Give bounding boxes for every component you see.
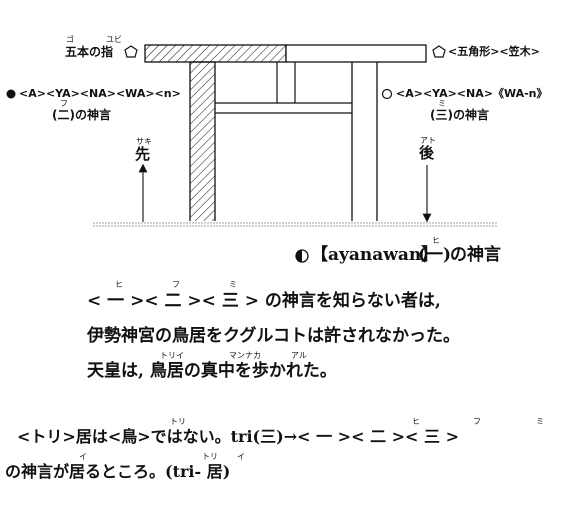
right-pentagon-icon [432,45,446,58]
footer-line2: の神言が居るところ。(tri- 居) [5,464,230,480]
footer-ruby-tori: トリ [170,417,186,426]
kasagi-beam [144,44,427,63]
left-pentagon-icon [124,45,138,58]
footer1-b: >ではない。tri(三)→< [137,427,311,446]
para3-ruby-mannaka: マンナカ [229,351,261,360]
para1-char-3: 三 [221,291,239,311]
right-mid-sub-ruby: ミ [438,99,446,108]
footer-ruby-iru: イ [79,452,87,461]
para3-after: かれた。 [268,361,337,381]
para1-ruby-fu: フ [172,280,180,289]
para1-char-1: 一 [107,291,125,311]
black-circle-icon [6,89,16,99]
footer1-char-1: 一 [316,427,333,446]
footer-ruby-mi: ミ [536,417,544,426]
footer-ruby-hi: ヒ [412,417,420,426]
half-circle-icon [295,249,309,263]
footer-line1: <トリ>居は<鳥>ではない。tri(三)→< 一 >< 二 >< 三 > [17,427,460,446]
left-mid-sub-ruby: フ [60,99,68,108]
para1-line: < 一 >< 二 >< 三 > の神言を知らない者は, [87,291,441,311]
torii-diagram [6,44,498,263]
right-top-label: <五角形><笠木> [448,45,540,58]
footer2-tri: tri [172,462,195,481]
footer-ruby-fu: フ [473,417,481,426]
para1-ruby-mi: ミ [229,280,237,289]
footer1-char-3: 三 [424,427,441,446]
para3-ruby-aru: アル [291,351,307,360]
bottom-ruby: ヒ [432,236,440,245]
footer2-iru: 居 [69,462,86,481]
para3-line: 天皇は, 鳥居の真中を歩かれた。 [87,363,337,380]
ground [92,221,498,228]
para3-word3: 歩 [251,361,269,381]
para1-ruby-hi: ヒ [115,280,123,289]
right-arrow-label: 後 [419,144,435,162]
left-top-ruby-yubi: ユビ [106,35,122,44]
footer1-bird: 鳥 [121,427,138,446]
left-top-ruby-go: ゴ [66,35,74,44]
bottom-tail: の神言 [450,245,501,265]
footer-ruby-i: イ [237,452,245,461]
footer2-b: るところ。( [85,462,173,481]
right-arrow-ruby: アト [420,136,436,145]
para3-before: 天皇は, [87,361,144,381]
footer2-c: - 居) [194,462,231,481]
left-arrow-ruby: サキ [136,137,152,146]
para1-tail: の神言を知らない者は, [264,291,441,311]
footer1-char-2: 二 [370,427,387,446]
para3-word1: 鳥居 [149,361,184,381]
bottom-num: (一) [418,245,452,265]
para3-mid: の [183,361,201,381]
left-mid-sub: (二)の神言 [52,108,111,122]
para3-ruby-torii: トリイ [160,351,184,360]
left-mid-label: <A><YA><NA><WA><n> [19,87,181,100]
para3-word2: 真中 [200,361,235,381]
para2-line: 伊勢神宮の鳥居をクグルコトは許されなかった。 [87,326,460,346]
footer1-a: <トリ>居は< [17,427,122,446]
para3-mid2: を [234,361,252,381]
right-pillar [351,62,378,222]
nuki-crossbar [215,62,352,114]
footer-ruby-tri: トリ [202,452,218,461]
bottom-num-char: 一 [426,245,444,265]
para1-char-2: 二 [164,291,182,311]
left-arrow-label: 先 [135,145,151,163]
white-circle-icon [381,88,393,100]
right-mid-sub: (三)の神言 [430,108,489,122]
bottom-word: 【ayanawan】 [311,245,439,265]
left-pillar [189,61,216,223]
left-top-label: 五本の指 [65,45,114,59]
right-mid-label: <A><YA><NA>《WA-n》 [396,87,548,100]
footer2-a: の神言が [5,462,70,481]
